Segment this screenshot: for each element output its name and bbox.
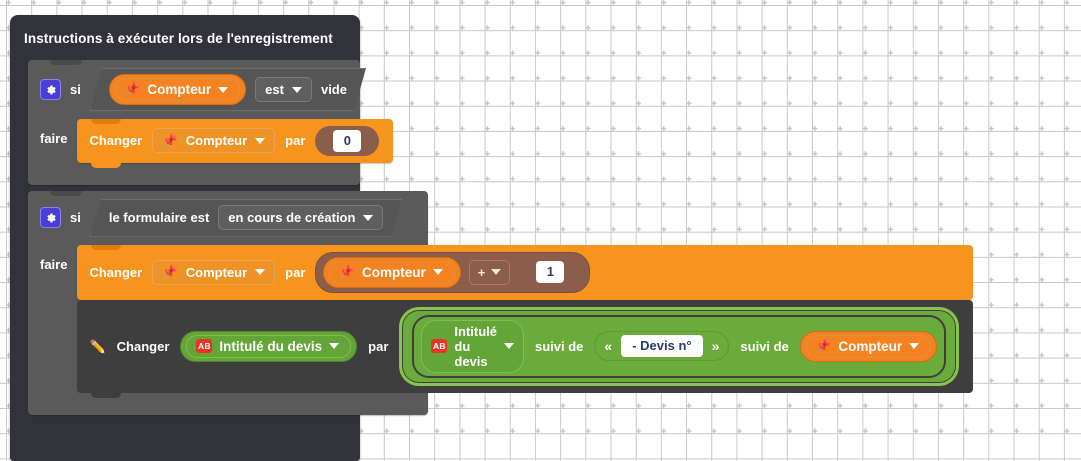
chevron-down-icon[interactable] bbox=[218, 87, 228, 93]
predicate-label: vide bbox=[320, 82, 347, 97]
set-verb-label: Changer bbox=[89, 133, 143, 149]
connector-label: par bbox=[368, 338, 389, 354]
if-block-header-row: si 📌 Compteur est bbox=[28, 60, 360, 119]
open-quote: « bbox=[604, 338, 613, 355]
pin-icon: 📌 bbox=[162, 264, 178, 279]
hat-block-title: Instructions à exécuter lors de l'enregi… bbox=[24, 31, 333, 46]
form-state-value: en cours de création bbox=[228, 210, 356, 226]
variable-block-compteur[interactable]: 📌 Compteur bbox=[323, 256, 461, 288]
comparison-operator-label: est bbox=[265, 82, 284, 97]
variable-block-compteur[interactable]: 📌 Compteur bbox=[109, 74, 246, 105]
field-label: Intitulé du devis bbox=[219, 338, 323, 354]
pin-icon: 📌 bbox=[124, 82, 141, 97]
variable-label: Compteur bbox=[838, 338, 903, 354]
block-notch bbox=[91, 244, 122, 250]
if-block-header-row: si le formulaire est en cours de créatio… bbox=[28, 191, 428, 245]
comparison-operator-dropdown[interactable]: est bbox=[255, 77, 312, 102]
block-notch bbox=[50, 60, 82, 65]
do-statement-stack: Changer 📌 Compteur par 0 bbox=[77, 119, 394, 168]
pin-icon: 📌 bbox=[339, 264, 355, 279]
set-verb-label: Changer bbox=[89, 264, 143, 280]
close-quote: » bbox=[711, 338, 720, 355]
set-variable-block-1[interactable]: Changer 📌 Compteur par 📌 bbox=[77, 244, 974, 300]
variable-chip[interactable]: 📌 Compteur bbox=[115, 78, 240, 101]
chevron-down-icon[interactable] bbox=[292, 87, 302, 93]
if-block-footer bbox=[28, 163, 360, 185]
target-variable-label: Compteur bbox=[185, 264, 248, 280]
ab-icon: AB bbox=[431, 339, 448, 354]
do-statement-stack: Changer 📌 Compteur par 📌 bbox=[77, 244, 974, 398]
block-notch bbox=[91, 392, 122, 398]
variable-chip[interactable]: 📌 Compteur bbox=[329, 260, 455, 284]
join-part-field[interactable]: AB Intitulé du devis bbox=[421, 319, 524, 373]
condition-socket-form-state[interactable]: le formulaire est en cours de création bbox=[90, 199, 403, 237]
join-separator-1: suivi de bbox=[535, 338, 584, 354]
field-block-intitule[interactable]: AB Intitulé du devis bbox=[180, 330, 358, 362]
arithmetic-operator-dropdown[interactable]: + bbox=[468, 259, 511, 285]
variable-label: Compteur bbox=[361, 264, 426, 280]
if-keyword: si bbox=[70, 82, 81, 97]
if-block-footer bbox=[28, 393, 428, 415]
chevron-down-icon[interactable] bbox=[432, 269, 443, 276]
chevron-down-icon[interactable] bbox=[255, 137, 266, 144]
target-variable-dropdown[interactable]: 📌 Compteur bbox=[152, 128, 276, 154]
number-block-1[interactable]: 1 bbox=[518, 257, 583, 287]
event-hat-block[interactable]: Instructions à exécuter lors de l'enregi… bbox=[10, 15, 974, 461]
pencil-icon: ✏️ bbox=[89, 338, 106, 354]
chevron-down-icon[interactable] bbox=[363, 215, 373, 221]
hat-block-body: si 📌 Compteur est bbox=[10, 60, 974, 461]
form-state-dropdown[interactable]: en cours de création bbox=[218, 205, 383, 230]
number-input[interactable]: 1 bbox=[536, 261, 565, 283]
join-separator-2: suivi de bbox=[740, 338, 789, 354]
form-state-label: le formulaire est bbox=[108, 210, 210, 226]
arithmetic-block[interactable]: 📌 Compteur + 1 bbox=[315, 251, 591, 293]
gear-icon[interactable] bbox=[40, 79, 61, 100]
field-chip[interactable]: AB Intitulé du devis bbox=[186, 334, 352, 358]
chevron-down-icon[interactable] bbox=[255, 269, 266, 276]
connector-label: par bbox=[285, 264, 306, 280]
variable-chip[interactable]: 📌 Compteur bbox=[805, 334, 932, 358]
condition-socket-empty[interactable]: 📌 Compteur est vide bbox=[90, 68, 366, 111]
variable-label: Compteur bbox=[147, 82, 212, 97]
chevron-down-icon[interactable] bbox=[329, 343, 340, 350]
target-variable-dropdown[interactable]: 📌 Compteur bbox=[152, 259, 276, 285]
if-block-empty[interactable]: si 📌 Compteur est bbox=[28, 60, 394, 185]
gear-icon[interactable] bbox=[40, 207, 61, 229]
ab-icon: AB bbox=[196, 339, 213, 354]
join-part-text[interactable]: « - Devis n° » bbox=[594, 331, 730, 361]
chevron-down-icon[interactable] bbox=[491, 269, 502, 276]
if-block-creating[interactable]: si le formulaire est en cours de créatio… bbox=[28, 190, 974, 415]
set-field-block[interactable]: ✏️ Changer AB Intitulé du devis par bbox=[77, 299, 974, 398]
if-block-do-section: faire Changer 📌 Compteur par bbox=[28, 119, 394, 168]
pin-icon: 📌 bbox=[162, 133, 178, 148]
arithmetic-operator-label: + bbox=[477, 264, 486, 280]
block-notch bbox=[50, 190, 82, 196]
join-part-variable[interactable]: 📌 Compteur bbox=[799, 330, 938, 362]
if-keyword: si bbox=[70, 210, 81, 226]
join-field-label: Intitulé du devis bbox=[454, 323, 497, 369]
target-variable-label: Compteur bbox=[185, 133, 248, 149]
block-notch bbox=[91, 162, 122, 168]
text-join-inner: AB Intitulé du devis suivi de « - Devis … bbox=[412, 314, 947, 378]
set-variable-block-0[interactable]: Changer 📌 Compteur par 0 bbox=[77, 119, 394, 168]
chevron-down-icon[interactable] bbox=[909, 343, 920, 350]
do-keyword: faire bbox=[40, 256, 68, 272]
pin-icon: 📌 bbox=[815, 338, 832, 353]
if-block-do-section: faire Changer 📌 Compteur par bbox=[28, 244, 974, 398]
text-join-block[interactable]: AB Intitulé du devis suivi de « - Devis … bbox=[399, 306, 960, 386]
text-input[interactable]: - Devis n° bbox=[621, 335, 703, 357]
connector-label: par bbox=[285, 133, 306, 149]
number-input[interactable]: 0 bbox=[333, 130, 362, 152]
set-field-verb-label: Changer bbox=[116, 338, 170, 354]
number-block-0[interactable]: 0 bbox=[315, 126, 380, 156]
do-keyword: faire bbox=[40, 131, 68, 146]
block-notch bbox=[91, 119, 122, 124]
chevron-down-icon[interactable] bbox=[504, 343, 514, 350]
